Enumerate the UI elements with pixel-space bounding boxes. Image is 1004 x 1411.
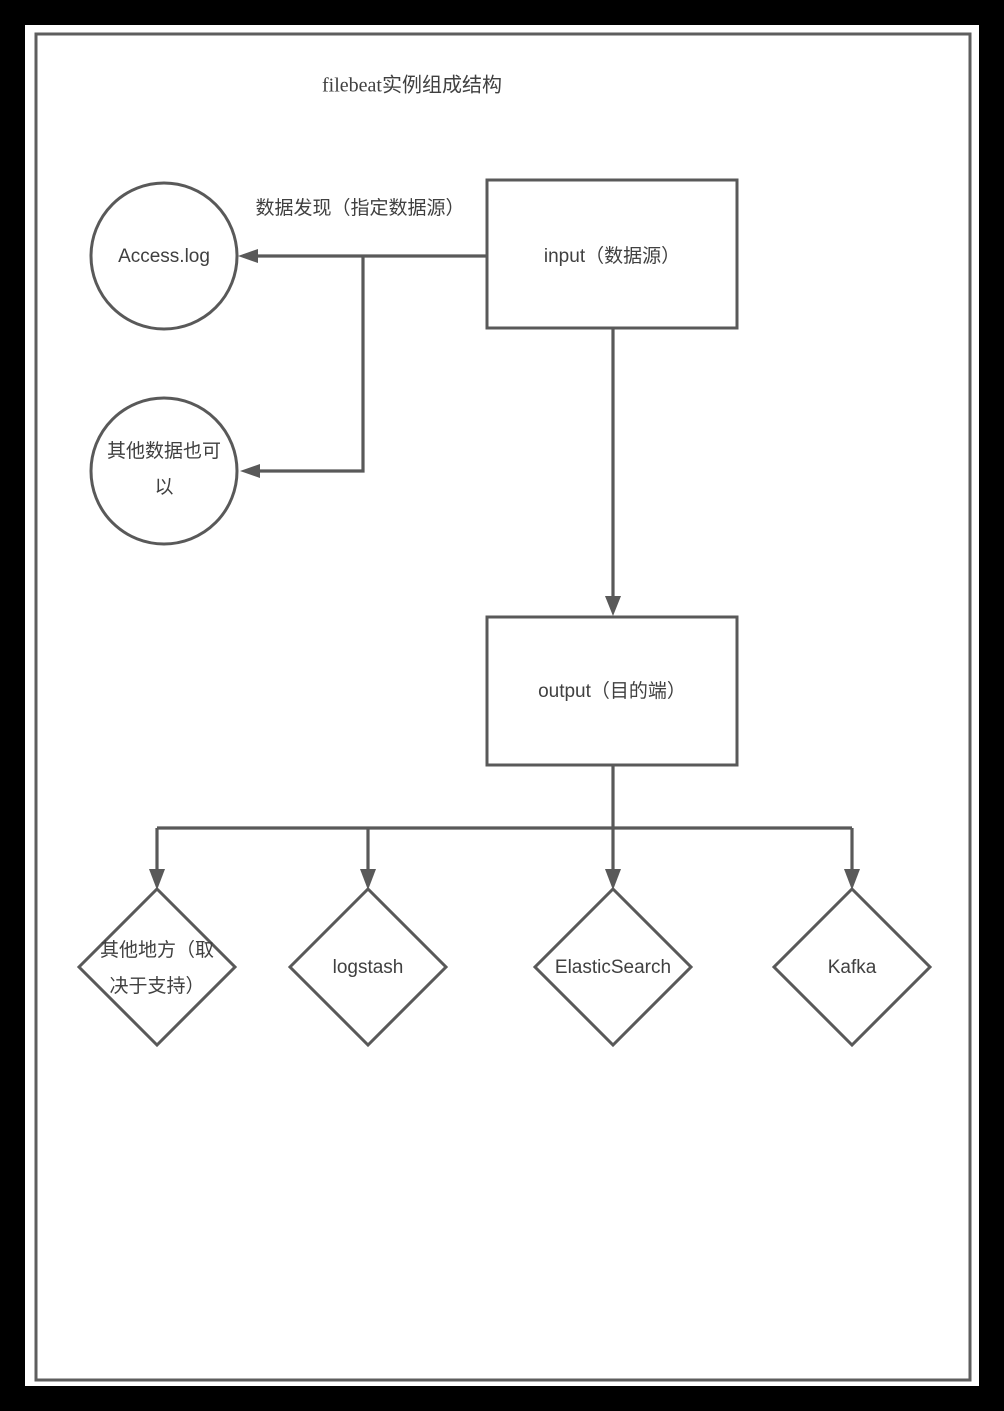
- edge-output-to-bus: [157, 765, 852, 830]
- edge-input-to-other-data: [240, 256, 365, 478]
- node-other-place[interactable]: 其他地方（取 决于支持）: [76, 886, 238, 1048]
- diamond-shape: [287, 886, 449, 1048]
- node-label-other-place-line2: 决于支持）: [109, 975, 204, 997]
- node-access-log[interactable]: Access.log: [89, 181, 239, 331]
- circle-shape: [89, 181, 239, 331]
- node-kafka[interactable]: Kafka: [771, 886, 933, 1048]
- edge-bus-to-logstash: [360, 828, 376, 890]
- node-input[interactable]: input（数据源）: [485, 178, 739, 330]
- node-label-other-place-line1: 其他地方（取: [100, 939, 214, 961]
- node-label-other-data-line2: 以: [154, 477, 173, 498]
- edge-label-data-discovery: 数据发现（指定数据源）: [255, 197, 464, 219]
- diamond-shape: [771, 886, 933, 1048]
- page-border-frame: [34, 32, 972, 1382]
- diamond-shape: [76, 886, 238, 1048]
- node-label-logstash: logstash: [333, 957, 404, 978]
- edge-input-to-access-log: [238, 249, 487, 263]
- node-label-elasticsearch: ElasticSearch: [555, 957, 671, 978]
- edge-bus-to-elasticsearch: [605, 828, 621, 890]
- rect-shape: [485, 615, 739, 767]
- node-logstash[interactable]: logstash: [287, 886, 449, 1048]
- edge-input-to-output: [605, 328, 621, 616]
- edge-bus-to-kafka: [844, 828, 860, 890]
- diamond-shape: [532, 886, 694, 1048]
- arrow-head-icon: [149, 869, 165, 890]
- arrow-head-icon: [605, 869, 621, 890]
- node-label-input: input（数据源）: [544, 245, 680, 267]
- arrow-head-icon: [240, 464, 260, 478]
- arrow-head-icon: [844, 869, 860, 890]
- rect-shape: [485, 178, 739, 330]
- node-other-data[interactable]: 其他数据也可 以: [89, 396, 239, 546]
- page-title: filebeat实例组成结构: [322, 74, 502, 97]
- node-label-access-log: Access.log: [118, 246, 210, 267]
- arrow-head-icon: [360, 869, 376, 890]
- arrow-head-icon: [238, 249, 258, 263]
- node-label-other-data-line1: 其他数据也可: [107, 440, 221, 462]
- circle-shape: [89, 396, 239, 546]
- node-label-output: output（目的端）: [538, 680, 686, 702]
- arrow-head-icon: [605, 596, 621, 616]
- edge-bus-to-other-place: [149, 828, 165, 890]
- node-output[interactable]: output（目的端）: [485, 615, 739, 767]
- node-elasticsearch[interactable]: ElasticSearch: [532, 886, 694, 1048]
- node-label-kafka: Kafka: [828, 957, 877, 978]
